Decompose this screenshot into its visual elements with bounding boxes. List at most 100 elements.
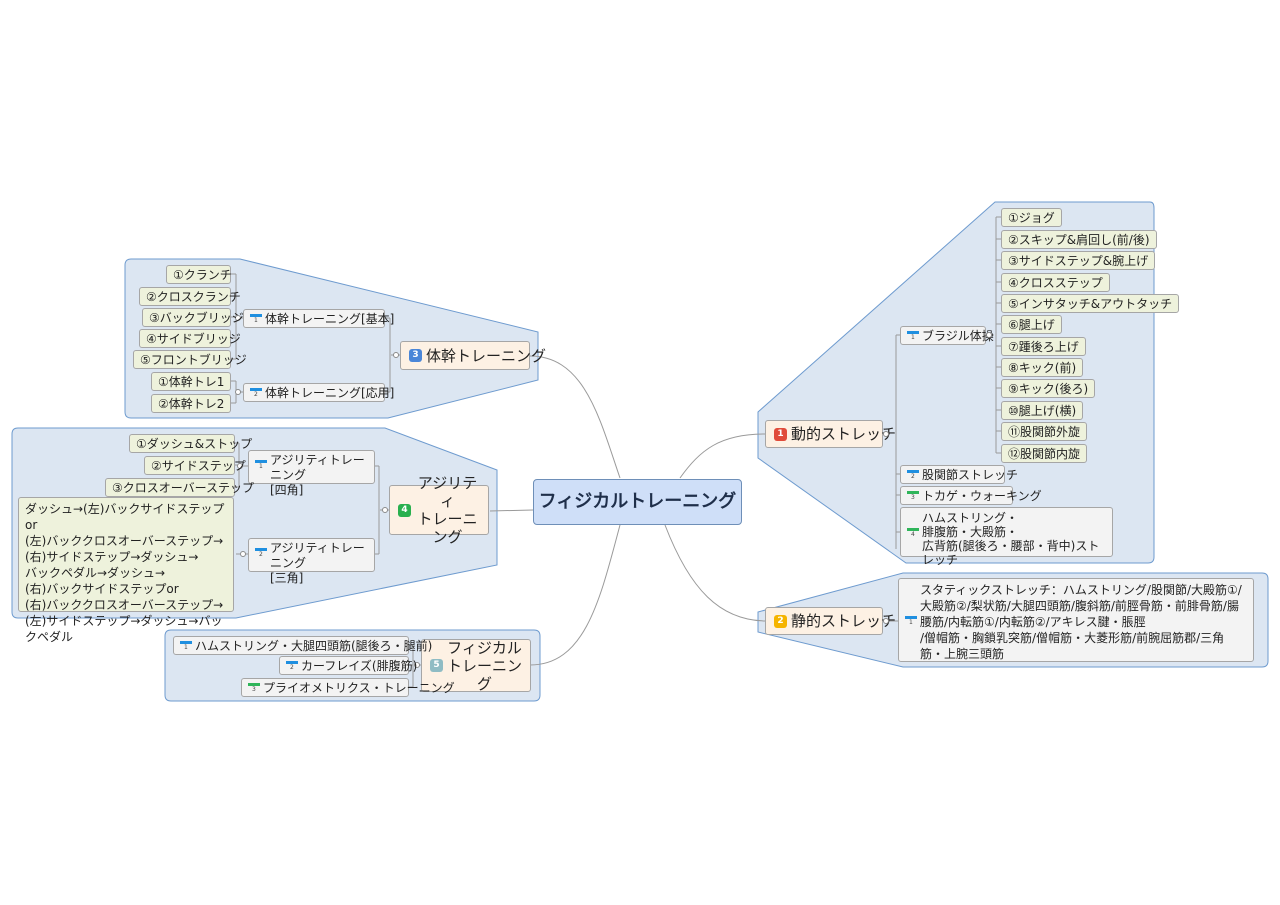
leaf-label: ⑨キック(後ろ) bbox=[1008, 381, 1089, 396]
leaf-label: ⑥腿上げ bbox=[1008, 317, 1055, 332]
leaf-item[interactable]: ⑤インサタッチ&アウトタッチ bbox=[1001, 294, 1180, 313]
leaf-item[interactable]: ⑤フロントブリッジ bbox=[133, 350, 247, 369]
leaf-label: ⑤フロントブリッジ bbox=[140, 352, 247, 367]
subtopic-physical-item[interactable]: 3 プライオメトリクス・トレーニング bbox=[241, 678, 455, 697]
subtopic-label: トカゲ・ウォーキング bbox=[922, 488, 1042, 503]
subtopic-brazil[interactable]: 1 ブラジル体操 bbox=[900, 326, 994, 345]
subtopic-agility-square[interactable]: 1 アジリティトレーニング [四角] bbox=[248, 450, 375, 497]
leaf-item[interactable]: ⑨キック(後ろ) bbox=[1001, 379, 1096, 398]
topic-core-training[interactable]: 3 体幹トレーニング bbox=[400, 341, 546, 370]
subtopic-label: アジリティトレーニング [四角] bbox=[270, 453, 365, 497]
leaf-label: ⑧キック(前) bbox=[1008, 360, 1077, 375]
leaf-item-multiline[interactable]: ダッシュ→(左)バックサイドステップor (左)バッククロスオーバーステップ→ … bbox=[18, 497, 234, 644]
leaf-label: ⑩腿上げ(横) bbox=[1008, 403, 1077, 418]
leaf-label: ④サイドブリッジ bbox=[146, 331, 241, 346]
subtopic-hamstring-stretch[interactable]: 4 ハムストリング・ 腓腹筋・大殿筋・ 広背筋(腿後ろ・腰部・背中)ストレッチ bbox=[900, 507, 1113, 567]
leaf-item[interactable]: ④サイドブリッジ bbox=[139, 329, 241, 348]
central-topic-label: フィジカルトレーニング bbox=[538, 491, 737, 512]
priority-2-icon: 2 bbox=[774, 614, 787, 628]
subtopic-hip-stretch[interactable]: 2 股関節ストレッチ bbox=[900, 465, 1018, 484]
subtopic-lizard-walking[interactable]: 3 トカゲ・ウォーキング bbox=[900, 486, 1042, 505]
leaf-item[interactable]: ③クロスオーバーステップ bbox=[105, 478, 254, 497]
leaf-item[interactable]: ④クロスステップ bbox=[1001, 273, 1110, 292]
topic-static-stretch[interactable]: 2 静的ストレッチ bbox=[765, 607, 896, 635]
topic-dynamic-stretch[interactable]: 1 動的ストレッチ bbox=[765, 420, 896, 448]
topic-label: 体幹トレーニング bbox=[426, 346, 547, 365]
collapse-toggle[interactable] bbox=[883, 431, 889, 437]
collapse-toggle[interactable] bbox=[237, 463, 243, 469]
subtopic-label: カーフレイズ(腓腹筋) bbox=[301, 658, 418, 673]
topic-label: 動的ストレッチ bbox=[791, 425, 897, 443]
priority-flag-icon: 2 bbox=[255, 547, 267, 559]
leaf-item[interactable]: ①ダッシュ&ストップ bbox=[129, 434, 252, 453]
subtopic-label: 体幹トレーニング[基本] bbox=[265, 311, 395, 326]
collapse-toggle[interactable] bbox=[393, 352, 399, 358]
leaf-item[interactable]: ⑫股関節内旋 bbox=[1001, 444, 1088, 463]
leaf-item[interactable]: ⑦踵後ろ上げ bbox=[1001, 337, 1086, 356]
priority-flag-icon: 1 bbox=[907, 330, 919, 342]
priority-flag-icon: 1 bbox=[255, 459, 267, 471]
leaf-label: ②スキップ&肩回し(前/後) bbox=[1008, 232, 1150, 247]
leaf-item[interactable]: ①クランチ bbox=[166, 265, 232, 284]
subtopic-agility-triangle[interactable]: 2 アジリティトレーニング [三角] bbox=[248, 538, 375, 585]
subtopic-label: スタティックストレッチ：ハムストリング/股関節/大殿筋①/大殿筋②/梨状筋/大腿… bbox=[920, 583, 1242, 661]
collapse-toggle[interactable] bbox=[883, 618, 889, 624]
subtopic-static-stretch-list[interactable]: 1 スタティックストレッチ：ハムストリング/股関節/大殿筋①/大殿筋②/梨状筋/… bbox=[898, 578, 1254, 662]
subtopic-label: ブラジル体操 bbox=[922, 328, 994, 343]
priority-4-icon: 4 bbox=[398, 503, 411, 517]
collapse-toggle[interactable] bbox=[235, 389, 241, 395]
leaf-item[interactable]: ③サイドステップ&腕上げ bbox=[1001, 251, 1156, 270]
leaf-item[interactable]: ③バックブリッジ bbox=[142, 308, 244, 327]
leaf-item[interactable]: ⑩腿上げ(横) bbox=[1001, 401, 1084, 420]
leaf-item[interactable]: ⑧キック(前) bbox=[1001, 358, 1084, 377]
collapse-toggle[interactable] bbox=[235, 315, 241, 321]
subtopic-physical-item[interactable]: 1 ハムストリング・大腿四頭筋(腿後ろ・腿前) bbox=[173, 636, 432, 655]
leaf-item[interactable]: ①ジョグ bbox=[1001, 208, 1062, 227]
leaf-label: ④クロスステップ bbox=[1008, 275, 1103, 290]
region-dynamic bbox=[757, 201, 1155, 564]
topic-physical-training[interactable]: 5 フィジカル トレーニング bbox=[421, 638, 531, 693]
topic-label: フィジカル トレーニング bbox=[447, 638, 523, 693]
leaf-item[interactable]: ②スキップ&肩回し(前/後) bbox=[1001, 230, 1157, 249]
subtopic-label: アジリティトレーニング [三角] bbox=[270, 541, 365, 585]
leaf-label: ②体幹トレ2 bbox=[158, 396, 225, 411]
topic-label: 静的ストレッチ bbox=[791, 612, 897, 630]
collapse-toggle[interactable] bbox=[240, 551, 246, 557]
leaf-item[interactable]: ②クロスクランチ bbox=[139, 287, 241, 306]
collapse-toggle[interactable] bbox=[382, 507, 388, 513]
leaf-label: ⑦踵後ろ上げ bbox=[1008, 339, 1079, 354]
topic-agility-training[interactable]: 4 アジリティ トレーニング bbox=[389, 474, 489, 546]
leaf-item[interactable]: ②体幹トレ2 bbox=[151, 394, 231, 413]
subtopic-label: ハムストリング・ 腓腹筋・大殿筋・ 広背筋(腿後ろ・腰部・背中)ストレッチ bbox=[922, 511, 1100, 567]
central-topic[interactable]: フィジカルトレーニング bbox=[533, 479, 742, 525]
subtopic-label: 体幹トレーニング[応用] bbox=[265, 385, 395, 400]
leaf-label: ①クランチ bbox=[173, 267, 232, 282]
subtopic-label: ハムストリング・大腿四頭筋(腿後ろ・腿前) bbox=[195, 638, 433, 653]
leaf-item[interactable]: ①体幹トレ1 bbox=[151, 372, 231, 391]
leaf-label: ①ジョグ bbox=[1008, 210, 1055, 225]
subtopic-core-applied[interactable]: 2 体幹トレーニング[応用] bbox=[243, 383, 394, 402]
leaf-item[interactable]: ⑪股関節外旋 bbox=[1001, 422, 1088, 441]
subtopic-physical-item[interactable]: 2 カーフレイズ(腓腹筋) bbox=[279, 656, 417, 675]
priority-3-icon: 3 bbox=[409, 349, 422, 362]
priority-flag-icon: 1 bbox=[250, 313, 262, 325]
priority-flag-icon: 4 bbox=[907, 527, 919, 539]
leaf-label: ⑤インサタッチ&アウトタッチ bbox=[1008, 296, 1173, 311]
subtopic-core-basic[interactable]: 1 体幹トレーニング[基本] bbox=[243, 309, 394, 328]
priority-5-icon: 5 bbox=[430, 659, 443, 672]
priority-flag-icon: 1 bbox=[905, 615, 917, 627]
subtopic-label: 股関節ストレッチ bbox=[922, 467, 1019, 482]
leaf-item[interactable]: ②サイドステップ bbox=[144, 456, 246, 475]
collapse-toggle[interactable] bbox=[414, 662, 420, 668]
leaf-label: ③クロスオーバーステップ bbox=[112, 480, 255, 495]
priority-flag-icon: 2 bbox=[286, 660, 298, 672]
collapse-toggle[interactable] bbox=[986, 332, 992, 338]
leaf-label: ⑪股関節外旋 bbox=[1008, 424, 1081, 439]
leaf-label: ②サイドステップ bbox=[151, 458, 246, 473]
topic-label: アジリティ トレーニング bbox=[417, 474, 478, 546]
leaf-label: ダッシュ→(左)バックサイドステップor (左)バッククロスオーバーステップ→ … bbox=[25, 502, 225, 644]
priority-flag-icon: 2 bbox=[250, 387, 262, 399]
leaf-item[interactable]: ⑥腿上げ bbox=[1001, 315, 1062, 334]
leaf-label: ③サイドステップ&腕上げ bbox=[1008, 253, 1149, 268]
